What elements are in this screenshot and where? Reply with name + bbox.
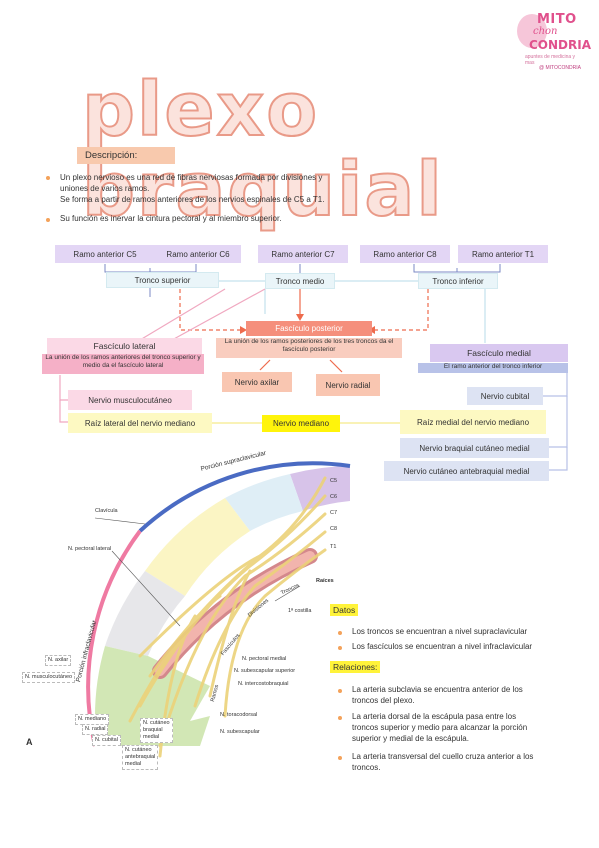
bullet-dot [338,716,342,720]
logo-line4: apuntes de medicina y mas [525,54,576,66]
nervio-cutaneo-antebraquial-medial: Nervio cutáneo antebraquial medial [384,461,549,481]
bullet-line: Un plexo nervioso es una red de fibras n… [60,173,323,182]
label-primera-costilla: 1ª costilla [288,608,312,614]
anatomy-illustration: Porción supraclavicular Porción infracla… [20,450,360,776]
relaciones-item-3: La arteria transversal del cuello cruza … [352,751,533,773]
figure-letter: A [26,737,33,747]
label-n-musculocutaneo: N. musculocutáneo [22,672,76,683]
root-t1: T1 [330,544,337,550]
ramo-c8: Ramo anterior C8 [360,245,450,263]
nervio-radial: Nervio radial [316,374,380,396]
bullet-line: uniones de varios ramos. [60,184,150,193]
page-title-text: plexo braquial [81,67,444,233]
nervio-musculocutaneo: Nervio musculocutáneo [68,390,192,410]
root-c6: C6 [330,494,338,500]
tronco-medio: Tronco medio [265,273,335,289]
diagram-connectors [59,264,568,471]
bullet-dot [338,756,342,760]
tronco-inferior: Tronco inferior [418,273,498,289]
nervio-braquial-cutaneo-medial: Nervio braquial cutáneo medial [400,438,549,458]
label-n-cutaneo-braquial: N. cutáneo braquial medial [140,718,173,743]
fasciculo-lateral: Fascículo lateral [47,338,202,354]
nervio-cubital: Nervio cubital [467,387,543,405]
fasciculo-posterior-note: La unión de los ramos posteriores de los… [216,338,402,358]
relaciones-line: La arteria subclavia se encuentra anteri… [352,685,523,694]
relaciones-line: La arteria transversal del cuello cruza … [352,752,534,761]
raiz-lateral-nervio-mediano: Raíz lateral del nervio mediano [68,413,212,433]
label-line: medial [143,734,160,740]
label-line: medial [125,761,142,767]
ramo-t1: Ramo anterior T1 [458,245,548,263]
label-intercostobraquial: N. intercostobraquial [238,681,289,687]
label-line: braquial [143,727,163,733]
label-n-cutaneo-antebraquial: N. cutáneo antebraquial medial [122,745,159,770]
relaciones-item-1: La arteria subclavia se encuentra anteri… [352,684,523,706]
ramo-c5: Ramo anterior C5 [55,245,155,263]
page-title: plexo braquial [81,69,522,231]
root-c7: C7 [330,510,338,516]
fasciculo-medial: Fascículo medial [430,344,568,362]
relaciones-line: troncos superior y medio para alcanzar l… [352,723,528,732]
fasciculo-posterior: Fascículo posterior [246,321,372,336]
description-bullet-1: Un plexo nervioso es una red de fibras n… [60,172,324,205]
bullet-dot [338,689,342,693]
label-pectoral-medial: N. pectoral medial [242,656,287,662]
label-subescapular: N. subescapular [220,729,260,735]
fasciculo-medial-note: El ramo anterior del tronco inferior [418,363,568,373]
arrow-icon [296,314,304,321]
relaciones-line: La arteria dorsal de la escápula pasa en… [352,712,517,721]
label-n-axilar: N. axilar [45,655,72,666]
bullet-line: Se forma a partir de ramos anteriores de… [60,195,325,204]
tronco-superior: Tronco superior [106,272,219,288]
logo-line2: chon [533,26,558,37]
nervio-mediano: Nervio mediano [262,415,340,432]
bullet-dot [46,218,50,222]
logo-line3: CONDRIA [529,38,592,52]
relaciones-line: troncos del plexo. [352,696,415,705]
anatomy-drawing [86,461,351,776]
fasciculo-lateral-note: La unión de los ramos anteriores del tro… [42,354,204,374]
root-c8: C8 [330,526,338,532]
logo-line5: @ MITOCONDRIA [539,65,581,71]
ramo-c7: Ramo anterior C7 [258,245,348,263]
label-n-cubital: N. cubital [92,735,121,746]
nervio-axilar: Nervio axilar [222,372,292,392]
bullet-dot [338,646,342,650]
logo-line1: MITO [537,12,577,27]
ramo-c6: Ramo anterior C6 [155,245,241,263]
bullet-dot [338,631,342,635]
label-line: N. cutáneo [125,747,152,753]
description-bullet-2: Su función es inervar la cintura pectora… [60,213,281,224]
relaciones-line: troncos. [352,763,381,772]
datos-item-1: Los troncos se encuentran a nivel suprac… [352,627,528,636]
label-raices: Raíces [316,578,334,584]
bullet-dot [46,176,50,180]
relaciones-title: Relaciones: [330,661,381,673]
label-toracodorsal: N. toracodorsal [220,712,258,718]
raiz-medial-nervio-mediano: Raíz medial del nervio mediano [400,410,546,434]
relaciones-item-2: La arteria dorsal de la escápula pasa en… [352,711,527,744]
label-line: antebraquial [125,754,156,760]
datos-item-2: Los fascículos se encuentran a nivel inf… [352,642,533,651]
root-c5: C5 [330,478,338,484]
logo: MITO chon CONDRIA apuntes de medicina y … [515,10,591,72]
label-line: N. cutáneo [143,720,170,726]
label-n-radial: N. radial [82,724,109,735]
label-subescapular-superior: N. subescapular superior [234,668,296,674]
datos-title: Datos [330,604,359,616]
logo-circle [517,14,547,48]
bullet-line: Su función es inervar la cintura pectora… [60,214,282,223]
arrow-icon [240,326,247,334]
label-clavicula: Clavícula [95,508,118,514]
label-pectoral-lateral: N. pectoral lateral [68,546,112,552]
description-label: Descripción: [77,147,175,164]
relaciones-line: superior y medial de la escápula. [352,734,469,743]
